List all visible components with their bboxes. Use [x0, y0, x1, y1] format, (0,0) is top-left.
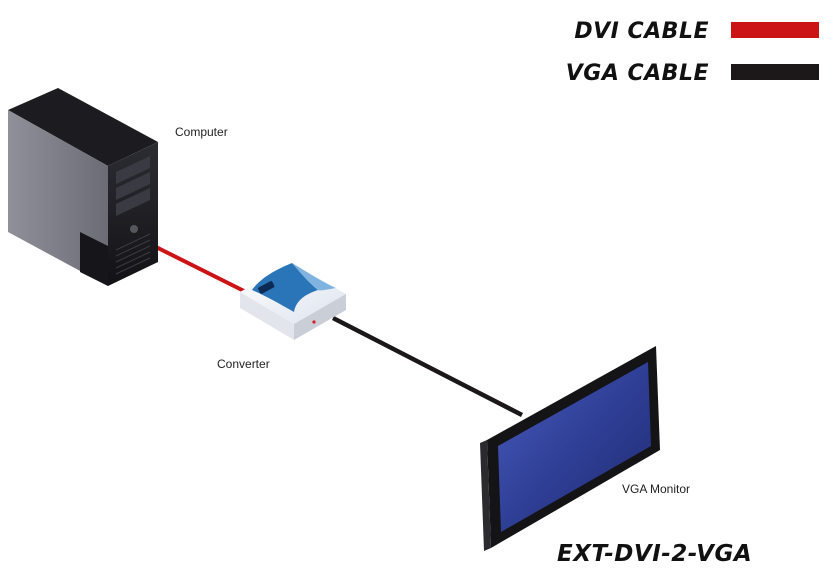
converter-icon	[240, 263, 346, 340]
model-title: EXT-DVI-2-VGA	[557, 541, 753, 567]
computer-icon	[8, 88, 158, 286]
computer-label: Computer	[175, 125, 228, 139]
legend-label-vga: VGA CABLE	[565, 61, 709, 86]
legend-label-dvi: DVI CABLE	[574, 19, 709, 44]
legend-swatch-dvi	[731, 22, 819, 38]
monitor-screen	[498, 362, 651, 532]
monitor-icon	[480, 346, 660, 551]
legend-swatch-vga	[731, 64, 819, 80]
monitor-label: VGA Monitor	[622, 482, 691, 496]
vga-cable	[331, 315, 524, 418]
converter-label: Converter	[217, 357, 270, 371]
dvi-cable	[151, 243, 247, 294]
